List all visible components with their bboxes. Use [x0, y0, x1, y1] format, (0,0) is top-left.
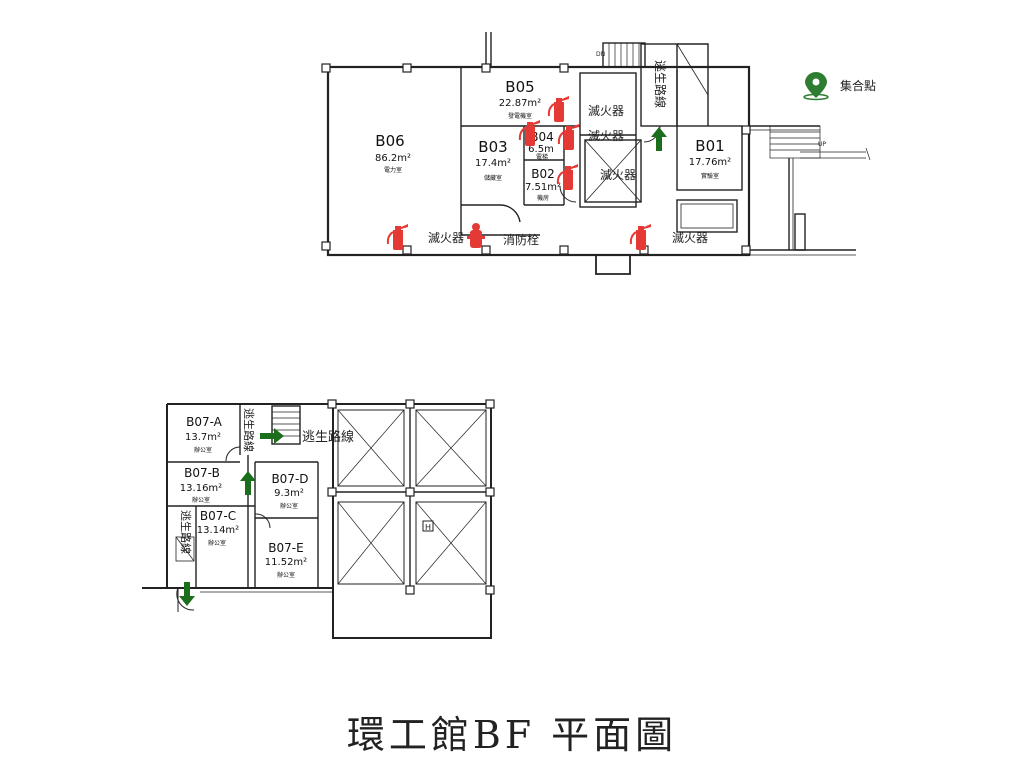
hydrant-label: 消防栓	[503, 232, 539, 247]
room-name: 電力室	[384, 166, 402, 174]
fire-extinguisher-icon	[557, 123, 580, 151]
room-code: B04	[530, 130, 554, 144]
evac-route-label: 逃生路線	[302, 429, 354, 445]
assembly-point-legend: 集合點	[803, 72, 876, 101]
room-area: 6.5m	[528, 144, 554, 155]
page-title: 環工館BF 平面圖	[346, 713, 678, 757]
room-name: 儲藏室	[484, 174, 502, 182]
room-b07-d: B07-D 9.3m² 辦公室	[271, 472, 308, 510]
room-area: 7.51m²	[525, 182, 561, 193]
extinguisher-label: 滅火器	[588, 129, 624, 143]
room-name: 辦公室	[192, 496, 210, 504]
room-name: 機房	[537, 194, 549, 202]
extinguisher-label: 滅火器	[600, 168, 636, 182]
room-code: B07-A	[186, 415, 223, 429]
extinguisher-label: 滅火器	[672, 231, 708, 245]
room-code: B07-E	[268, 541, 303, 555]
room-area: 86.2m²	[375, 153, 411, 164]
room-code: B01	[695, 137, 724, 155]
evac-arrow-down-icon	[179, 582, 195, 606]
room-area: 13.7m²	[185, 432, 221, 443]
room-area: 13.16m²	[180, 483, 222, 494]
stair-up-label: UP	[818, 141, 826, 148]
room-code: B07-D	[271, 472, 308, 486]
evac-route-label: 逃生路線	[242, 408, 256, 452]
extinguisher-label: 滅火器	[428, 231, 464, 245]
room-name: 辦公室	[194, 446, 212, 454]
assembly-point-label: 集合點	[840, 78, 876, 93]
h-mark: H	[425, 523, 431, 532]
fire-extinguisher-icon	[547, 95, 570, 123]
room-name: 辦公室	[277, 571, 295, 579]
room-b05: B05 22.87m² 發電機室	[499, 78, 541, 120]
stair-dn-label: DN	[596, 51, 605, 58]
room-b07-a: B07-A 13.7m² 辦公室	[185, 415, 223, 454]
map-pin-icon	[803, 72, 829, 101]
room-b02: B02 7.51m² 機房	[525, 167, 561, 202]
room-code: B02	[531, 167, 555, 181]
room-b07-b: B07-B 13.16m² 辦公室	[180, 466, 222, 504]
room-b03: B03 17.4m² 儲藏室	[475, 138, 511, 182]
upper-plan	[321, 32, 871, 275]
room-b06: B06 86.2m² 電力室	[375, 132, 411, 174]
room-b01: B01 17.76m² 實驗室	[689, 137, 731, 180]
room-area: 11.52m²	[265, 557, 307, 568]
room-name: 發電機室	[508, 112, 532, 120]
room-code: B03	[478, 138, 507, 156]
room-code: B07-C	[200, 509, 236, 523]
room-code: B05	[505, 78, 534, 96]
evac-arrow-up-icon	[240, 471, 256, 495]
room-b04: B04 6.5m 電梯	[528, 130, 554, 161]
room-code: B06	[375, 132, 404, 150]
room-area: 17.76m²	[689, 157, 731, 168]
extinguisher-label: 滅火器	[588, 104, 624, 118]
evac-route-label: 逃生路線	[179, 510, 193, 554]
room-area: 13.14m²	[197, 525, 239, 536]
outer-wall-upper	[326, 65, 751, 257]
room-b07-c: B07-C 13.14m² 辦公室	[197, 509, 239, 547]
room-area: 17.4m²	[475, 158, 511, 169]
room-name: 辦公室	[208, 539, 226, 547]
room-area: 9.3m²	[274, 488, 304, 499]
room-b07-e: B07-E 11.52m² 辦公室	[265, 541, 307, 579]
room-area: 22.87m²	[499, 98, 541, 109]
fire-hydrant-icon	[467, 223, 485, 248]
room-code: B07-B	[184, 466, 220, 480]
lower-plan	[142, 399, 495, 639]
evac-route-label: 逃生路線	[653, 60, 668, 108]
room-name: 辦公室	[280, 502, 298, 510]
room-name: 實驗室	[701, 172, 719, 180]
room-name: 電梯	[536, 153, 548, 161]
